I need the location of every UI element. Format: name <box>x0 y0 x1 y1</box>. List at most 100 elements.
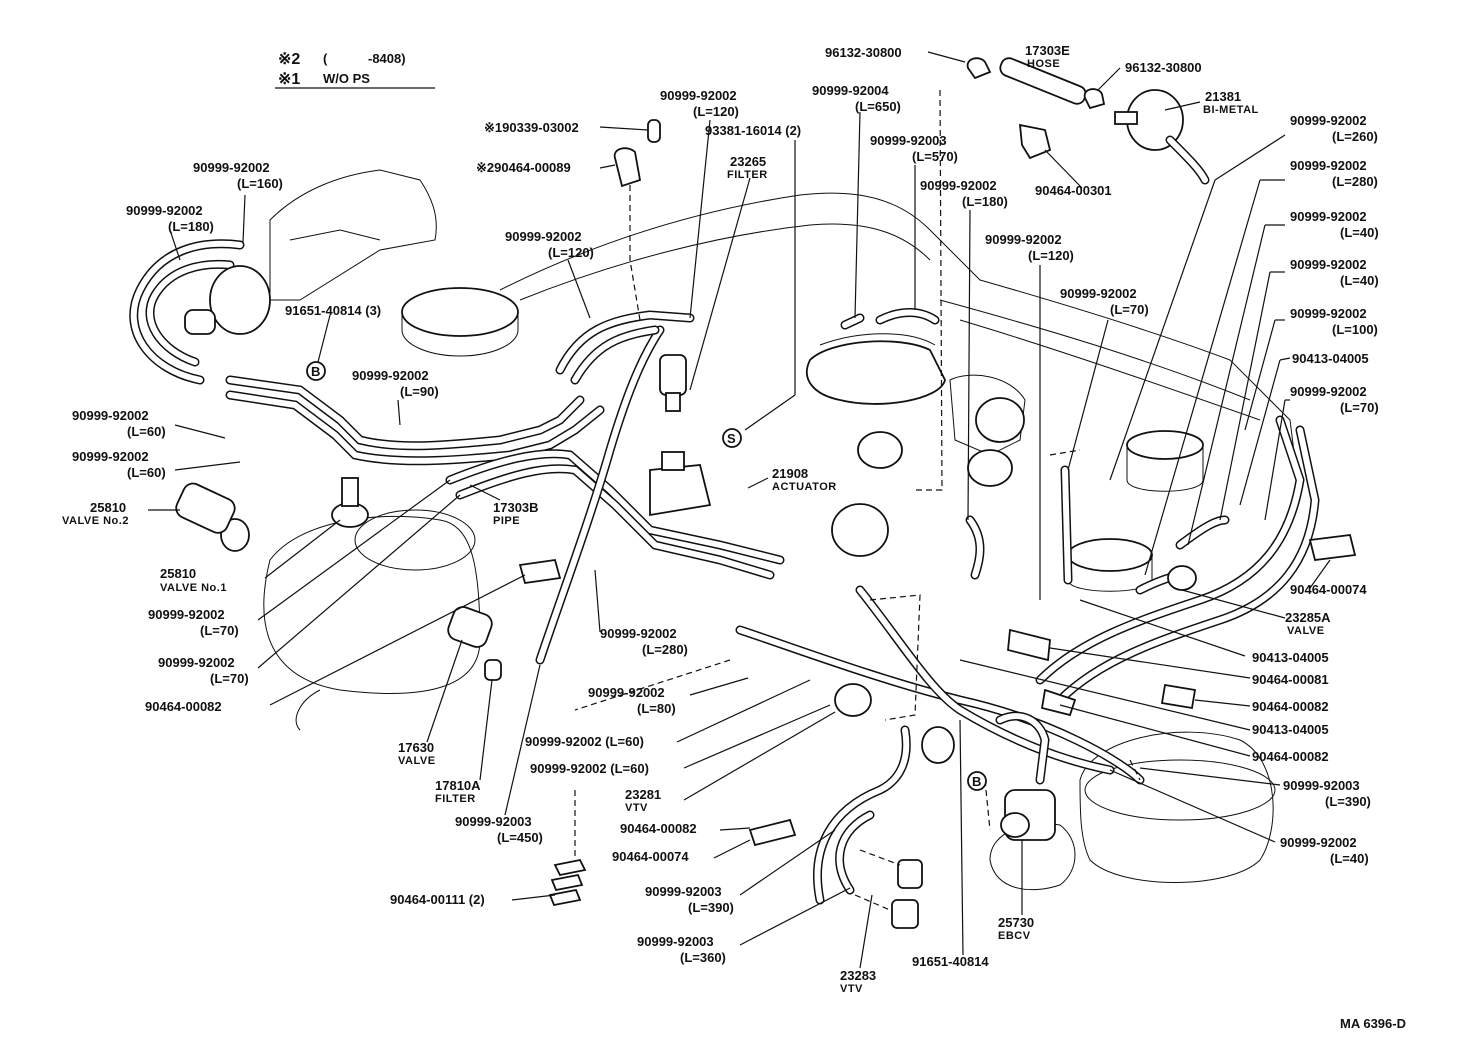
label-90999-92002-180b-sub: (L=180) <box>962 194 1008 209</box>
markers: B S B <box>306 361 987 791</box>
label-23285a-sub: VALVE <box>1287 625 1325 637</box>
label-17303b-sub: PIPE <box>493 515 520 527</box>
label-90999-92002-70a: 90999-92002 <box>1060 286 1137 301</box>
label-23265: 23265 <box>730 154 766 169</box>
clamp-96132-b <box>1083 88 1106 110</box>
label-90413-04005-a: 90413-04005 <box>1292 351 1369 366</box>
label-90999-92002-70b: 90999-92002 <box>1290 384 1367 399</box>
label-17303e: 17303E <box>1025 43 1070 58</box>
label-90999-92002-40b-sub: (L=40) <box>1340 273 1379 288</box>
label-96132-30800-a: 96132-30800 <box>825 45 902 60</box>
label-90464-00081: 90464-00081 <box>1252 672 1329 687</box>
dashed-lines <box>574 89 1141 911</box>
label-17810a: 17810A <box>435 778 481 793</box>
label-23265-sub: FILTER <box>727 169 768 181</box>
label-90999-92002-120a-sub: (L=120) <box>693 104 739 119</box>
label-90413-04005-c: 90413-04005 <box>1252 722 1329 737</box>
label-91651-40814-3: 91651-40814 (3) <box>285 303 381 318</box>
label-90999-92003-570: 90999-92003 <box>870 133 947 148</box>
clamp-96132-a <box>966 57 992 80</box>
label-90999-92002-60b-sub: (L=60) <box>127 465 166 480</box>
legend-note1-mark: ※1 <box>278 71 300 88</box>
label-90999-92002-120b-sub: (L=120) <box>548 245 594 260</box>
label-90999-92002-180a: 90999-92002 <box>126 203 203 218</box>
label-90999-92002-180a-sub: (L=180) <box>168 219 214 234</box>
label-90999-92002-120b: 90999-92002 <box>505 229 582 244</box>
label-17630: 17630 <box>398 740 434 755</box>
marker-s <box>722 428 742 448</box>
label-90999-92002-280b: 90999-92002 <box>600 626 677 641</box>
clip-90464-00089 <box>613 147 642 188</box>
vtv-23281 <box>834 683 872 717</box>
legend-note1-text: W/O PS <box>323 71 370 86</box>
label-17303e-sub: HOSE <box>1027 58 1060 70</box>
label-96132-30800-b: 96132-30800 <box>1125 60 1202 75</box>
label-90999-92003-450-sub: (L=450) <box>497 830 543 845</box>
label-90999-92002-100-sub: (L=100) <box>1332 322 1378 337</box>
label-90999-92002-40a-sub: (L=40) <box>1340 225 1379 240</box>
label-25810-no1-sub: VALVE No.1 <box>160 582 227 594</box>
label-23281-sub: VTV <box>625 802 648 814</box>
part-labels: 96132-30800 17303E HOSE 96132-30800 2138… <box>62 43 1379 995</box>
label-90999-92003-390a: 90999-92003 <box>645 884 722 899</box>
label-90999-92003-360-sub: (L=360) <box>680 950 726 965</box>
marker-b-bottom <box>967 771 987 791</box>
label-90999-92002-100: 90999-92002 <box>1290 306 1367 321</box>
label-90999-92002-60a: 90999-92002 <box>72 408 149 423</box>
marker-b-top <box>306 361 326 381</box>
label-90999-92002-70d: 90999-92002 <box>158 655 235 670</box>
label-90999-92003-390b: 90999-92003 <box>1283 778 1360 793</box>
label-90464-00074-a: 90464-00074 <box>1290 582 1367 597</box>
label-90999-92002-40c: 90999-92002 <box>1280 835 1357 850</box>
label-90464-00082-b: 90464-00082 <box>1252 699 1329 714</box>
diagram-code: MA 6396-D <box>1340 1016 1406 1031</box>
label-90999-92002-40b: 90999-92002 <box>1290 257 1367 272</box>
label-90999-92002-280b-sub: (L=280) <box>642 642 688 657</box>
label-91651-40814: 91651-40814 <box>912 954 989 969</box>
label-21381-sub: BI-METAL <box>1203 104 1259 116</box>
actuator-21908 <box>649 464 712 517</box>
label-90999-92003-390b-sub: (L=390) <box>1325 794 1371 809</box>
label-90464-00089: ※290464-00089 <box>476 160 571 175</box>
label-90999-92002-80: 90999-92002 <box>588 685 665 700</box>
marker-b-top-text: B <box>311 364 320 379</box>
pipe-bundle <box>129 239 1320 905</box>
label-17630-sub: VALVE <box>398 755 436 767</box>
label-90464-00082-d: 90464-00082 <box>620 821 697 836</box>
label-190339-03002: ※190339-03002 <box>484 120 579 135</box>
valve-17630 <box>447 606 493 648</box>
label-90999-92002-70b-sub: (L=70) <box>1340 400 1379 415</box>
marker-b-bottom-text: B <box>972 774 981 789</box>
label-90413-04005-b: 90413-04005 <box>1252 650 1329 665</box>
label-90999-92002-90: 90999-92002 <box>352 368 429 383</box>
label-21381: 21381 <box>1205 89 1241 104</box>
label-25810-no1: 25810 <box>160 566 196 581</box>
label-90464-00082-a: 90464-00082 <box>145 699 222 714</box>
label-25730-sub: EBCV <box>998 930 1031 942</box>
label-23281: 23281 <box>625 787 661 802</box>
legend-note2-range: -8408) <box>368 51 406 66</box>
label-90464-00074-b: 90464-00074 <box>612 849 689 864</box>
label-17303b: 17303B <box>493 500 539 515</box>
label-90999-92002-60b: 90999-92002 <box>72 449 149 464</box>
label-90464-00111: 90464-00111 (2) <box>390 892 485 907</box>
label-90999-92002-70c-sub: (L=70) <box>200 623 239 638</box>
legend-note2-mark: ※2 <box>278 51 300 68</box>
vtv-23283 <box>921 726 955 764</box>
label-90999-92002-70c: 90999-92002 <box>148 607 225 622</box>
label-90999-92002-80-sub: (L=80) <box>637 701 676 716</box>
label-90999-92002-160: 90999-92002 <box>193 160 270 175</box>
label-90464-00301: 90464-00301 <box>1035 183 1112 198</box>
filter-17810a <box>484 659 502 681</box>
label-90999-92004-650-sub: (L=650) <box>855 99 901 114</box>
label-90999-92002-120c-sub: (L=120) <box>1028 248 1074 263</box>
label-90999-92003-570-sub: (L=570) <box>912 149 958 164</box>
label-90999-92002-60c: 90999-92002 (L=60) <box>525 734 644 749</box>
label-90999-92002-70a-sub: (L=70) <box>1110 302 1149 317</box>
label-90999-92002-260-sub: (L=260) <box>1332 129 1378 144</box>
label-93381-16014: 93381-16014 (2) <box>705 123 801 138</box>
marker-s-text: S <box>727 431 736 446</box>
label-23283-sub: VTV <box>840 983 863 995</box>
